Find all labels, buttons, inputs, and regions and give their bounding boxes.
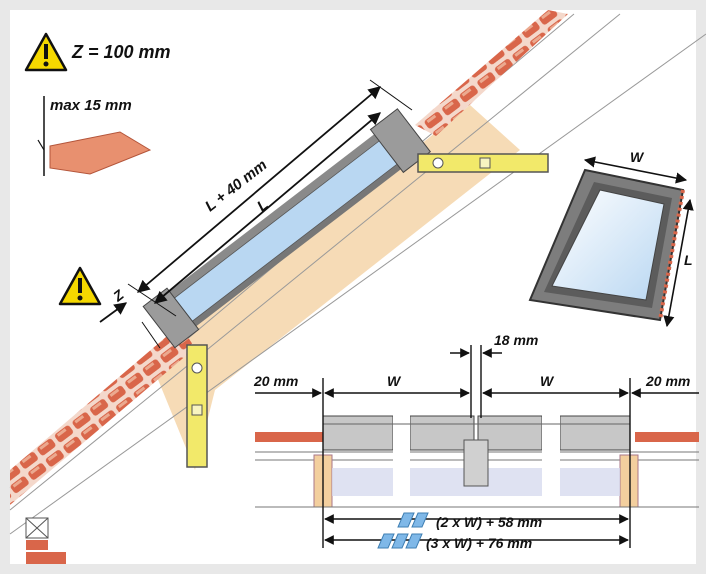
section-dimensions xyxy=(255,345,699,548)
tile-sample xyxy=(49,131,152,175)
label-width-right: W xyxy=(540,373,555,389)
window-glass-pane xyxy=(551,189,665,301)
label-max-15-mm: max 15 mm xyxy=(50,97,132,114)
roof-tiles-upper xyxy=(415,10,568,136)
dimension-l xyxy=(154,112,381,304)
label-width-left: W xyxy=(387,373,402,389)
window-perspective xyxy=(528,168,685,322)
window-frame-4 xyxy=(559,415,631,451)
warning-icon xyxy=(58,266,102,306)
joining-profile xyxy=(463,439,489,487)
tile-thickness-note xyxy=(37,96,152,176)
tile-strip-left xyxy=(255,432,325,442)
label-gap-middle: 18 mm xyxy=(494,332,538,348)
label-w-top: W xyxy=(630,149,645,165)
roof-tiles-lower xyxy=(10,325,195,505)
window-frame-2 xyxy=(409,415,475,451)
label-l-side: L xyxy=(684,252,693,268)
label-gap-right: 20 mm xyxy=(645,373,690,389)
warning-icon xyxy=(24,32,68,72)
brick-symbol xyxy=(25,517,66,564)
warning-z-text: Z = 100 mm xyxy=(71,42,171,62)
spirit-level-horizontal xyxy=(417,153,549,173)
window-frame-3 xyxy=(477,415,543,451)
label-total-three: (3 x W) + 76 mm xyxy=(426,535,532,551)
label-gap-left: 20 mm xyxy=(253,373,298,389)
dimension-l-side xyxy=(663,198,694,328)
tile-strip-right xyxy=(635,432,699,442)
window-frame-1 xyxy=(322,415,394,451)
dimension-z xyxy=(99,302,161,349)
spirit-level-vertical xyxy=(186,344,208,468)
label-total-two: (2 x W) + 58 mm xyxy=(436,514,542,530)
dimension-w-top xyxy=(583,156,688,184)
combination-section xyxy=(255,405,699,525)
three-pane-icon xyxy=(377,533,423,549)
window-top-profile xyxy=(369,108,432,174)
two-pane-icon xyxy=(397,512,429,528)
